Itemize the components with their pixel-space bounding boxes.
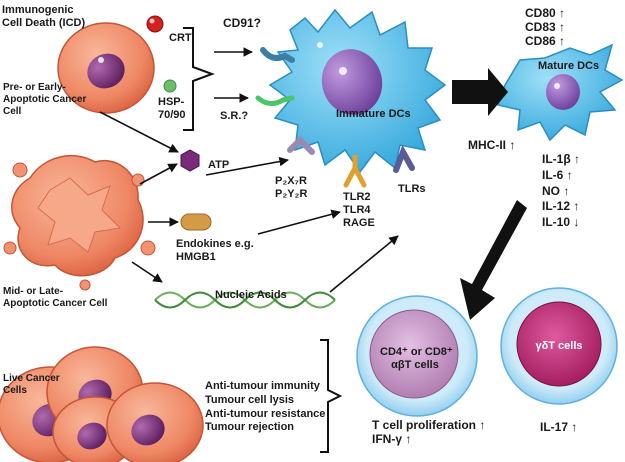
arrow-hmgb1-to-tlr2 [257,209,341,235]
ab-t-cell [356,295,478,417]
immature-dcs-label: Immature DCs [336,108,411,120]
cd91-label: CD91? [223,16,262,30]
ab-t-cell-label: CD4⁺ or CD8⁺αβT cells [380,346,453,371]
gd-t-cell [500,287,618,405]
arrow-late-to-atp [139,163,178,185]
maturation-arrow [452,68,508,116]
hsp-label: HSP-70/90 [158,96,186,121]
late-apoptotic-cancer-cell [3,155,156,291]
atp-hexagon [180,149,200,172]
live-cancer-cells [0,346,204,462]
il17-label: IL-17 ↑ [540,420,578,434]
sr-label: S.R.? [220,110,249,122]
mature-dcs-label: Mature DCs [538,60,600,72]
t-proliferation-label: T cell proliferation ↑IFN-γ ↑ [372,418,486,447]
crt-ball [146,15,164,33]
costim-markers: CD80 ↑CD83 ↑CD86 ↑ [525,6,566,49]
p2x7r-receptor [287,135,315,155]
immature-dendritic-cell [268,8,447,174]
activation-arrow [460,200,527,320]
tlrs-label: TLRs [398,183,426,195]
hmgb1-capsule [180,213,212,231]
outcome-bracket [320,339,343,453]
arrow-nucleic-to-tlrs [329,235,399,293]
pre-apoptotic-cancer-cell [57,22,155,114]
cytokine-list: IL-1β ↑IL-6 ↑NO ↑IL-12 ↑IL-10 ↓ [542,152,580,230]
nucleic-acids-label: Nucleic Acids [215,289,287,301]
endokines-label: Endokines e.g.HMGB1 [176,238,254,263]
mhc2-label: MHC-II ↑ [468,138,516,152]
nucleic-acid-helix [154,291,336,309]
crt-label: CRT [169,32,192,44]
late-apoptotic-label: Mid- or Late-Apoptotic Cancer Cell [3,286,108,309]
gd-t-cell-label: γδT cells [535,340,583,352]
mature-dendritic-cell [497,43,624,142]
arrow-pre-to-atp [99,111,179,153]
atp-label: ATP [208,159,230,171]
cd91-receptor [260,47,295,63]
sr-receptor [255,95,295,106]
arrow-atp-to-p2r [205,156,289,176]
hsp-ball [163,79,177,93]
arrow-late-to-nucleic [131,261,163,283]
tlrs-receptor [393,144,415,173]
icd-bracket [183,27,215,131]
